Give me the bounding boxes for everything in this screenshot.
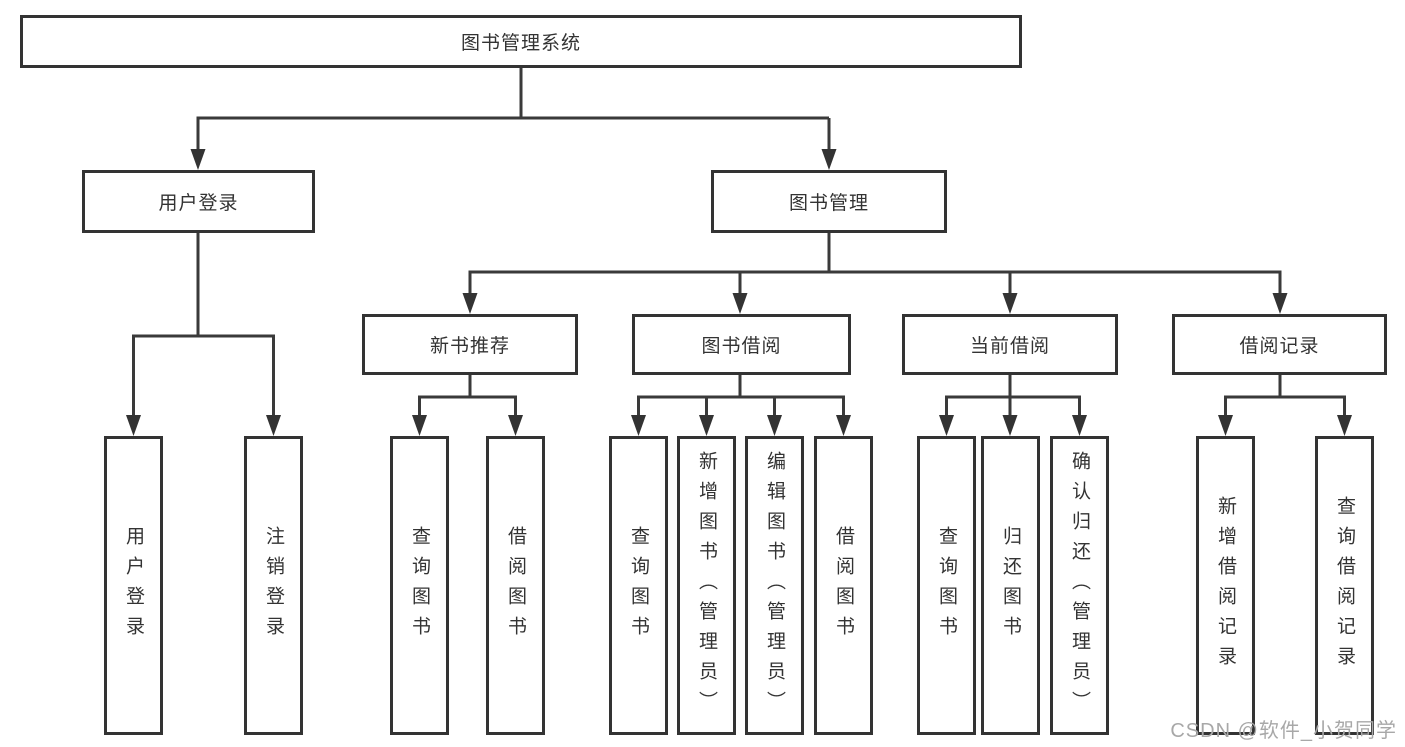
node-label: 查询借阅记录 — [1334, 495, 1355, 676]
leaf-logout: 注销登录 — [244, 436, 303, 735]
node-label: 新书推荐 — [429, 336, 510, 357]
leaf-add-book-admin: 新增图书（管理员） — [677, 436, 736, 735]
leaf-query-books-3: 查询图书 — [917, 436, 976, 735]
node-book-management: 图书管理 — [711, 170, 947, 233]
leaf-query-books-1: 查询图书 — [390, 436, 449, 735]
node-label: 图书借阅 — [701, 336, 782, 357]
connector-current-borrow-to-leaves — [939, 375, 1087, 436]
leaf-query-borrow-record: 查询借阅记录 — [1315, 436, 1374, 735]
arrow-down-icon — [1072, 415, 1087, 436]
node-label: 图书管理系统 — [460, 33, 581, 54]
node-label: 归还图书 — [1000, 525, 1021, 646]
node-label: 查询图书 — [409, 525, 430, 646]
node-label: 当前借阅 — [969, 336, 1050, 357]
leaf-edit-book-admin: 编辑图书（管理员） — [745, 436, 804, 735]
connector-borrow-record-to-leaves — [1218, 375, 1352, 436]
arrow-down-icon — [767, 415, 782, 436]
arrow-down-icon — [699, 415, 714, 436]
leaf-confirm-return-admin: 确认归还（管理员） — [1050, 436, 1109, 735]
connector-new-book-to-leaves — [412, 375, 523, 436]
node-label: 图书管理 — [788, 193, 869, 214]
connector-book-borrow-to-leaves — [631, 375, 851, 436]
leaf-borrow-books-2: 借阅图书 — [814, 436, 873, 735]
connector-book-mgmt-to-level3 — [462, 233, 1288, 314]
arrow-down-icon — [190, 149, 206, 170]
node-label: 注销登录 — [263, 525, 284, 646]
node-borrowing-records: 借阅记录 — [1172, 314, 1387, 375]
arrow-down-icon — [1337, 415, 1352, 436]
node-book-borrowing: 图书借阅 — [632, 314, 851, 375]
arrow-down-icon — [821, 149, 837, 170]
arrow-down-icon — [412, 415, 427, 436]
leaf-borrow-books-1: 借阅图书 — [486, 436, 545, 735]
arrow-down-icon — [939, 415, 954, 436]
arrow-down-icon — [1218, 415, 1233, 436]
arrow-down-icon — [631, 415, 646, 436]
arrow-down-icon — [836, 415, 851, 436]
node-label: 新增借阅记录 — [1215, 495, 1236, 676]
node-label: 查询图书 — [936, 525, 957, 646]
node-label: 借阅图书 — [833, 525, 854, 646]
arrow-down-icon — [126, 415, 141, 436]
leaf-query-books-2: 查询图书 — [609, 436, 668, 735]
node-new-book-recommend: 新书推荐 — [362, 314, 578, 375]
node-user-login: 用户登录 — [82, 170, 315, 233]
node-label: 借阅图书 — [505, 525, 526, 646]
leaf-user-login: 用户登录 — [104, 436, 163, 735]
connector-root-to-level2 — [190, 68, 837, 170]
node-label: 确认归还（管理员） — [1069, 450, 1090, 721]
arrow-down-icon — [1002, 293, 1018, 314]
node-label: 借阅记录 — [1239, 336, 1320, 357]
arrow-down-icon — [732, 293, 748, 314]
arrow-down-icon — [1272, 293, 1288, 314]
leaf-return-book: 归还图书 — [981, 436, 1040, 735]
arrow-down-icon — [266, 415, 281, 436]
arrow-down-icon — [1002, 415, 1018, 436]
arrow-down-icon — [462, 293, 478, 314]
node-label: 用户登录 — [123, 525, 144, 646]
node-root-system: 图书管理系统 — [20, 15, 1022, 68]
node-label: 编辑图书（管理员） — [764, 450, 785, 721]
arrow-down-icon — [508, 415, 523, 436]
node-label: 新增图书（管理员） — [696, 450, 717, 721]
node-current-borrowing: 当前借阅 — [902, 314, 1118, 375]
leaf-add-borrow-record: 新增借阅记录 — [1196, 436, 1255, 735]
watermark: CSDN @软件_小贺同学 — [1170, 720, 1397, 742]
connector-user-login-to-leaves — [126, 233, 281, 436]
node-label: 查询图书 — [628, 525, 649, 646]
node-label: 用户登录 — [158, 193, 239, 214]
